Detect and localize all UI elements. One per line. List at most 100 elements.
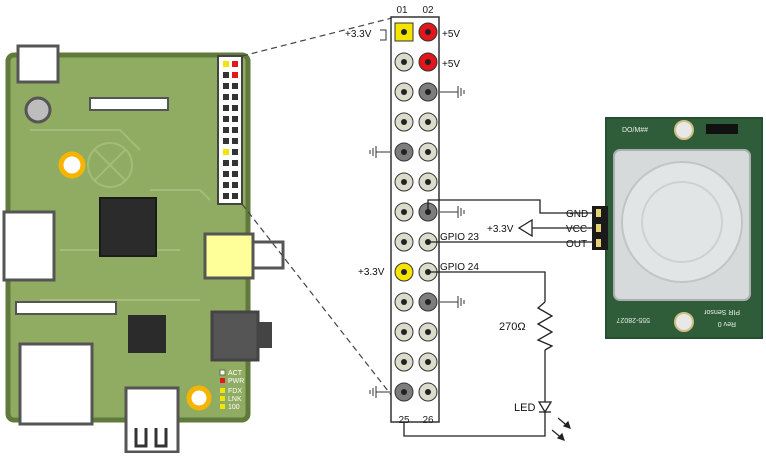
lan-chip (128, 315, 166, 353)
led-symbol (537, 401, 571, 441)
header-pin-hole-13 (401, 209, 407, 215)
raspberry-pi-board: ACT PWR FDX LNK 100 (2, 44, 285, 454)
pir-text-rev: Rev 0 (718, 320, 736, 327)
mini-pin-6 (232, 83, 238, 89)
mini-pin-17 (223, 149, 229, 155)
zoom-lines (241, 17, 393, 397)
mini-pin-20 (232, 160, 238, 166)
mini-header-pins (223, 61, 238, 199)
header-pin-hole-7 (401, 119, 407, 125)
led-act-indicator (219, 369, 226, 376)
hdmi-connector (2, 210, 56, 282)
wire-gpio24 (428, 271, 546, 302)
mini-pin-1 (223, 61, 229, 67)
pir-hole-top (674, 120, 694, 140)
mini-pin-11 (223, 116, 229, 122)
label-gpio23: GPIO 23 (440, 232, 479, 243)
header-pin-hole-6 (425, 89, 431, 95)
mini-pin-19 (223, 160, 229, 166)
label-pir-gnd: GND (566, 209, 588, 220)
header-pin-hole-23 (401, 359, 407, 365)
header-pin-hole-24 (425, 359, 431, 365)
mini-pin-7 (223, 94, 229, 100)
label-3v3-pin17: +3.3V (358, 267, 385, 278)
audio-jack (210, 310, 272, 362)
csi-connector (15, 301, 117, 315)
vcc-arrow (517, 218, 533, 238)
header-pin-hole-19 (401, 299, 407, 305)
ground-symbol-5 (369, 386, 390, 398)
board-gpio-header (217, 55, 243, 205)
pir-hole-bottom (674, 312, 694, 332)
led-label-100: 100 (228, 404, 240, 411)
mini-pin-23 (223, 182, 229, 188)
pir-pin-gnd (596, 209, 601, 217)
led-100-indicator (220, 404, 225, 409)
mini-pin-10 (232, 105, 238, 111)
label-gpio24: GPIO 24 (440, 262, 479, 273)
label-pir-out: OUT (566, 239, 587, 250)
pir-jumper (706, 124, 738, 134)
mini-pin-24 (232, 182, 238, 188)
pin-number-02: 02 (422, 5, 434, 16)
led-pwr-indicator (220, 378, 225, 383)
header-pin-hole-10 (425, 149, 431, 155)
led-label-act: ACT (228, 370, 243, 377)
header-pin-hole-9 (401, 149, 407, 155)
label-resistor: 270Ω (499, 321, 526, 333)
header-pin-hole-1 (401, 29, 407, 35)
mounting-hole-top (58, 151, 86, 179)
rca-video-connector (203, 232, 285, 280)
mini-pin-4 (232, 72, 238, 78)
pin1-bracket (380, 29, 387, 41)
header-pin-hole-11 (401, 179, 407, 185)
status-leds: ACT PWR FDX LNK 100 (219, 369, 244, 411)
label-5v-pin4: +5V (442, 59, 460, 70)
usb-port (124, 386, 180, 454)
pir-sensor: DO/M## Rev 0 555-28027 PIR Sensor (592, 117, 763, 339)
ground-symbols (369, 86, 465, 398)
display-connector (89, 97, 169, 111)
label-vcc-supply: +3.3V (487, 224, 514, 235)
led-label-lnk: LNK (228, 396, 242, 403)
mounting-hole-bottom (186, 385, 212, 411)
soc-chip (99, 197, 157, 257)
header-pin-hole-20 (425, 299, 431, 305)
pin-number-01: 01 (396, 5, 408, 16)
mini-pin-16 (232, 138, 238, 144)
ground-symbol-3 (440, 206, 465, 218)
header-pin-hole-22 (425, 329, 431, 335)
resistor-zigzag (536, 301, 554, 351)
header-pin-hole-25 (401, 389, 407, 395)
mini-pin-12 (232, 116, 238, 122)
header-pin-hole-3 (401, 59, 407, 65)
camera-connector (16, 44, 60, 84)
pir-text-top: DO/M## (622, 127, 648, 134)
pir-pin-vcc (596, 224, 601, 232)
pir-dome-ring (641, 181, 723, 263)
ground-symbol-4 (440, 296, 465, 308)
pir-text-name: PIR Sensor (704, 308, 740, 315)
mini-pin-15 (223, 138, 229, 144)
header-pin-hole-5 (401, 89, 407, 95)
pir-text-part: 555-28027 (616, 316, 650, 323)
header-pin-hole-15 (401, 239, 407, 245)
mini-pin-14 (232, 127, 238, 133)
ground-symbol-2 (369, 146, 390, 158)
wire-led-gnd (403, 412, 546, 437)
led-fdx-indicator (220, 388, 225, 393)
header-pin-hole-4 (425, 59, 431, 65)
gpio-header-enlarged: 01 02 25 26 (390, 5, 440, 426)
label-led: LED (514, 402, 535, 414)
mini-pin-8 (232, 94, 238, 100)
label-3v3-pin1: +3.3V (345, 29, 372, 40)
mini-pin-25 (223, 193, 229, 199)
mini-pin-22 (232, 171, 238, 177)
led-lnk-indicator (220, 396, 225, 401)
pir-dome-lens (621, 161, 743, 283)
header-pin-hole-17 (401, 269, 407, 275)
mini-pin-5 (223, 83, 229, 89)
ground-symbol-1 (440, 86, 465, 98)
wires (403, 199, 596, 437)
